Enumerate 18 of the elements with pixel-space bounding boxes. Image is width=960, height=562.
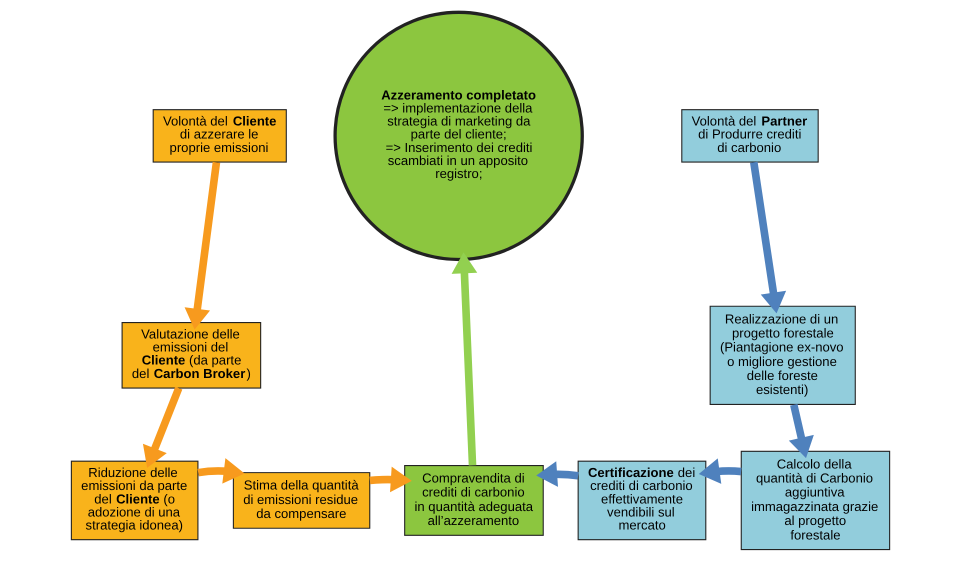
node-box: Realizzazione di un progetto forestale (Piantagione ex-novo o migliore gestione delle foreste esistenti) xyxy=(709,306,856,405)
node-box: Riduzione delle emissioni da parte del Cliente (o adozione di una strategia idonea) xyxy=(70,460,198,540)
arrow xyxy=(698,458,741,484)
arrow xyxy=(369,466,412,492)
node-box: Compravendita di crediti di carbonio in quantità adeguata all’azzeramento xyxy=(404,464,544,536)
node-box: Certificazione dei crediti di carbonio effettivamente vendibili sul mercato xyxy=(577,460,706,540)
node-box: Volontà del Partner di Produrre crediti di carbonio xyxy=(680,109,818,163)
node-circle: Azzeramento completato => implementazione della strategia di marketing da parte del cliente; => Inserimento dei crediti scambiati in un apposito registro; xyxy=(332,10,584,262)
node-box: Calcolo della quantità di Carbonio aggiuntiva immagazzinata grazie al progetto forestale xyxy=(740,450,890,550)
node-box: Valutazione delle emissioni del Cliente (da parte del Carbon Broker) xyxy=(121,322,261,389)
arrow xyxy=(536,461,578,487)
arrow xyxy=(184,162,220,330)
node-box: Volontà del Cliente di azzerare le proprie emissioni xyxy=(152,109,286,163)
arrow xyxy=(750,162,786,314)
arrow xyxy=(451,252,477,466)
arrow xyxy=(788,404,814,458)
arrow xyxy=(142,386,182,468)
node-box: Stima della quantità di emissioni residue da compensare xyxy=(232,472,370,529)
